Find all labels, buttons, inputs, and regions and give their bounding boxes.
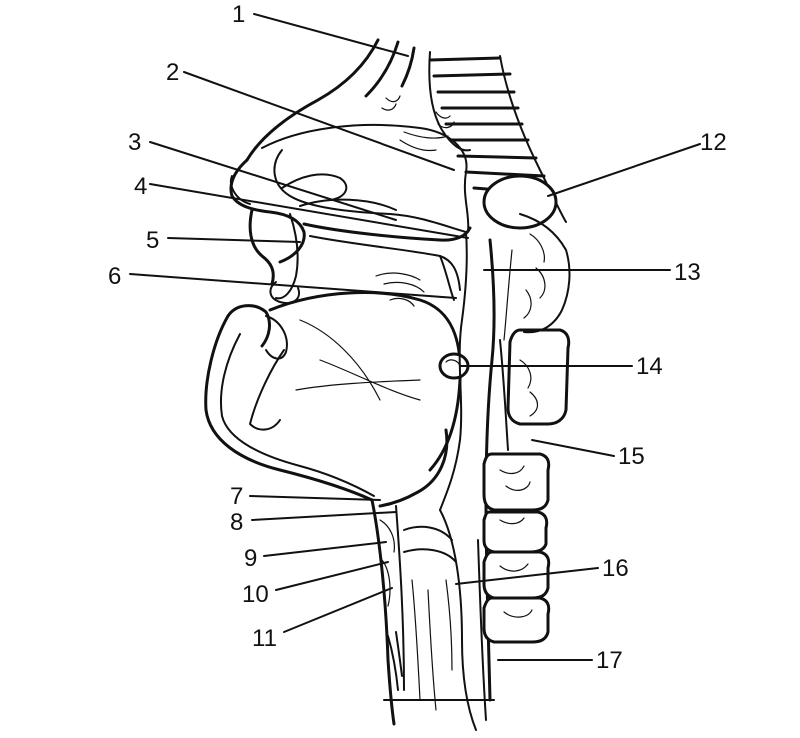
label-4: 4	[134, 173, 147, 200]
leader-line-8	[251, 511, 397, 521]
leader-line-1	[253, 13, 409, 57]
number-labels: 1 2 3 4 5 6 7 8 9 10 11 12 13 14 15 16 1…	[108, 1, 727, 674]
label-17: 17	[596, 647, 623, 674]
label-1: 1	[232, 1, 245, 28]
leader-line-2	[183, 71, 455, 171]
label-5: 5	[146, 227, 159, 254]
leader-line-7	[249, 495, 381, 501]
leader-line-12	[547, 143, 701, 197]
leader-line-10	[275, 561, 389, 591]
anatomy-drawing	[204, 38, 571, 731]
label-9: 9	[244, 545, 257, 572]
leader-line-3	[149, 141, 397, 221]
leader-line-9	[263, 541, 387, 557]
leader-lines	[129, 13, 701, 661]
label-15: 15	[618, 443, 645, 470]
leader-line-16	[455, 567, 599, 585]
leader-line-11	[283, 587, 393, 633]
label-10: 10	[242, 581, 269, 608]
leader-line-6	[129, 273, 457, 299]
label-14: 14	[636, 353, 663, 380]
label-12: 12	[700, 129, 727, 156]
label-16: 16	[602, 555, 629, 582]
label-11: 11	[252, 625, 277, 652]
label-13: 13	[674, 259, 701, 286]
label-6: 6	[108, 263, 121, 290]
label-2: 2	[166, 59, 179, 86]
leader-line-15	[531, 439, 615, 457]
label-3: 3	[128, 129, 141, 156]
leader-line-5	[167, 237, 301, 243]
label-8: 8	[230, 509, 243, 536]
leader-line-4	[149, 183, 469, 239]
label-7: 7	[230, 483, 243, 510]
